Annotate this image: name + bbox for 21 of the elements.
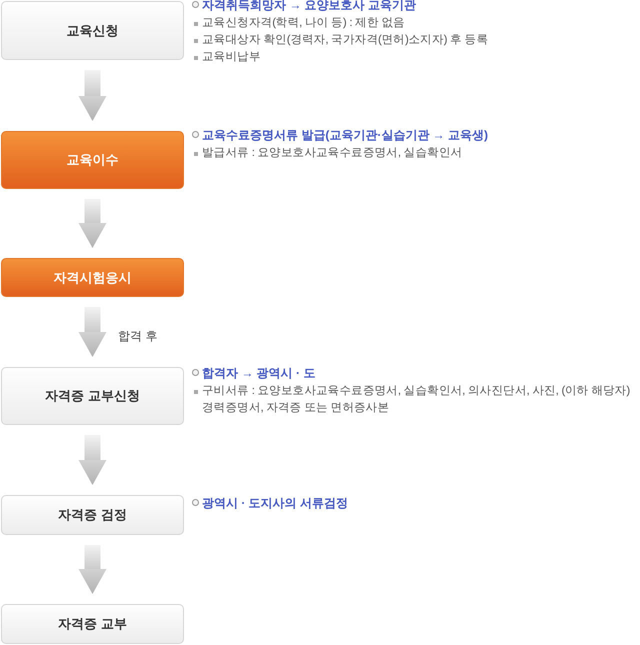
step-box: 자격증 교부: [1, 604, 184, 644]
step-box: 자격시험응시: [1, 258, 184, 297]
arrow: [78, 545, 106, 594]
note-text: 교육신청자격(학력, 나이 등) : 제한 없음: [202, 16, 405, 31]
edge-label: 합격 후: [118, 328, 158, 344]
step-box: 자격증 검정: [1, 495, 184, 535]
step-heading: 합격자 → 광역시 · 도: [202, 365, 316, 381]
step-heading: 광역시 · 도지사의 서류검정: [202, 495, 348, 511]
step-heading: 자격취득희망자 → 요양보호사 교육기관: [202, 0, 416, 13]
note-text: 발급서류 : 요양보호사교육수료증명서, 실습확인서: [202, 146, 462, 161]
step-heading: 교육수료증명서류 발급(교육기관·실습기관 → 교육생): [202, 127, 488, 143]
note-text: 교육대상자 확인(경력자, 국가자격(면허)소지자) 후 등록: [202, 33, 488, 48]
arrow: [78, 307, 106, 357]
step-box: 교육이수: [1, 131, 184, 189]
arrow: [78, 435, 106, 485]
step-box: 자격증 교부신청: [1, 367, 184, 425]
note-text: 구비서류 : 요양보호사교육수료증명서, 실습확인서, 의사진단서, 사진, (이하 해당자) 경력증명서, 자격증 또는 면허증사본: [202, 384, 631, 416]
arrow: [78, 199, 106, 248]
step-box: 교육신청: [1, 1, 184, 60]
arrow: [78, 70, 106, 121]
note-text: 교육비납부: [202, 50, 261, 65]
